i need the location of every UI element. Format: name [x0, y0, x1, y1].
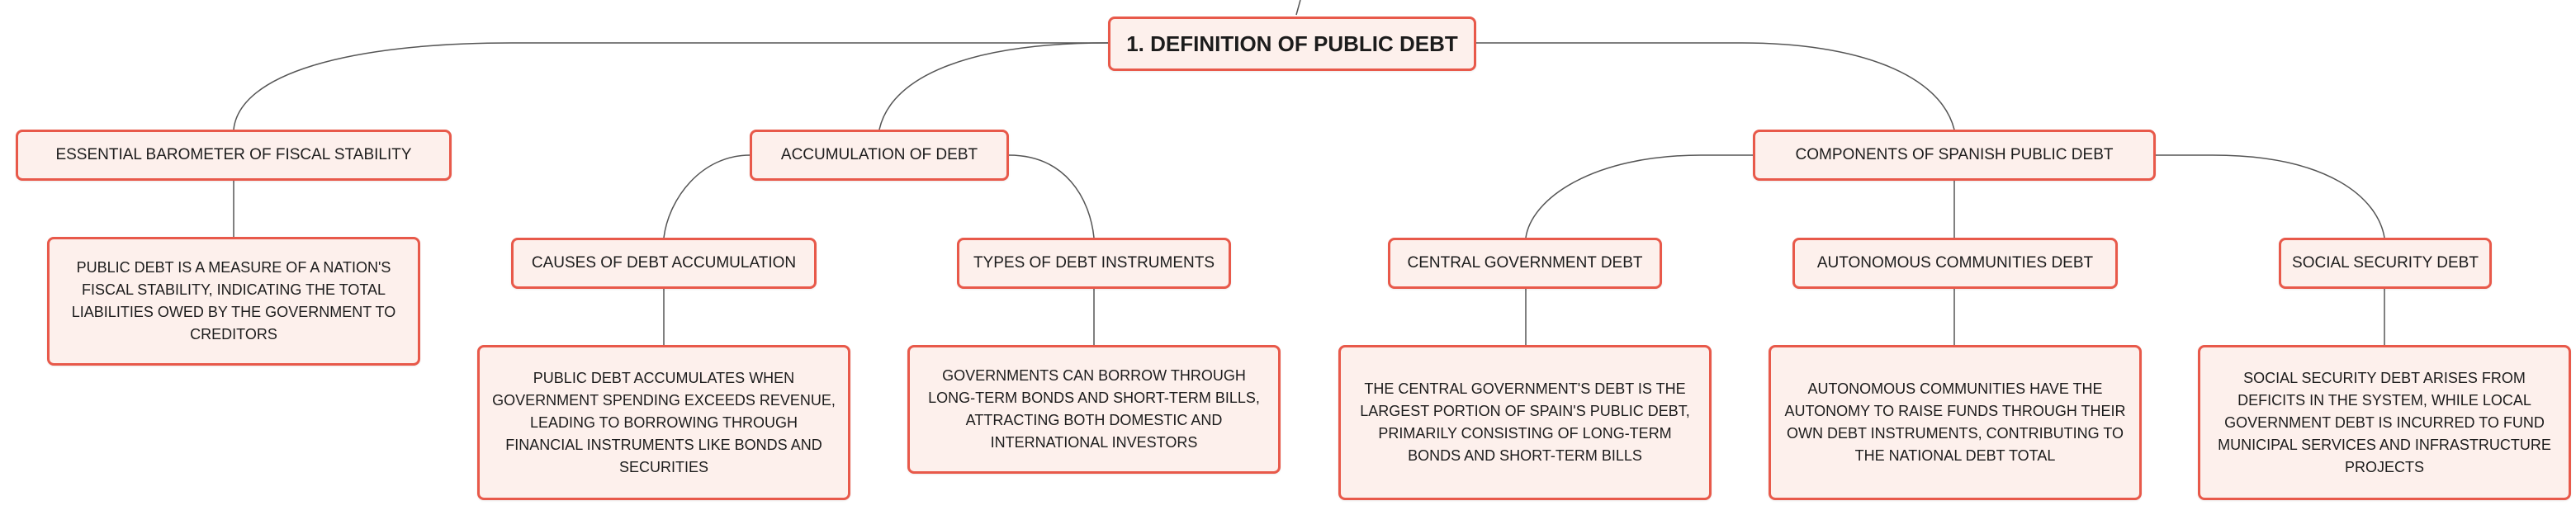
- topic-node-accumulation-of-debt[interactable]: ACCUMULATION OF DEBT: [750, 130, 1009, 181]
- subtopic-node-label: CENTRAL GOVERNMENT DEBT: [1407, 254, 1643, 272]
- topic-node-label: ACCUMULATION OF DEBT: [780, 146, 978, 163]
- detail-node-social-security-debt[interactable]: SOCIAL SECURITY DEBT ARISES FROM DEFICIT…: [2198, 345, 2571, 500]
- detail-node-causes-of-debt-accumulation[interactable]: PUBLIC DEBT ACCUMULATES WHEN GOVERNMENT …: [477, 345, 850, 500]
- detail-node-fiscal-barometer[interactable]: PUBLIC DEBT IS A MEASURE OF A NATION'S F…: [47, 237, 420, 366]
- topic-node-components-of-spanish-public-debt[interactable]: COMPONENTS OF SPANISH PUBLIC DEBT: [1753, 130, 2156, 181]
- detail-node-autonomous-communities-debt[interactable]: AUTONOMOUS COMMUNITIES HAVE THE AUTONOMY…: [1769, 345, 2142, 500]
- subtopic-node-label: SOCIAL SECURITY DEBT: [2292, 254, 2479, 272]
- topic-node-label: ESSENTIAL BAROMETER OF FISCAL STABILITY: [55, 146, 412, 163]
- subtopic-node-autonomous-communities-debt[interactable]: AUTONOMOUS COMMUNITIES DEBT: [1792, 238, 2118, 289]
- connector-accumulation-to-types: [1008, 154, 1095, 239]
- connector-root-to-accumulation: [878, 42, 1109, 130]
- connector-root-to-external: [1295, 0, 1301, 16]
- subtopic-node-label: TYPES OF DEBT INSTRUMENTS: [973, 254, 1215, 272]
- root-node-label: 1. DEFINITION OF PUBLIC DEBT: [1126, 31, 1458, 56]
- detail-node-types-of-debt-instruments[interactable]: GOVERNMENTS CAN BORROW THROUGH LONG-TERM…: [907, 345, 1281, 474]
- subtopic-node-types-of-debt-instruments[interactable]: TYPES OF DEBT INSTRUMENTS: [957, 238, 1231, 289]
- detail-node-central-government-debt[interactable]: THE CENTRAL GOVERNMENT'S DEBT IS THE LAR…: [1338, 345, 1712, 500]
- subtopic-node-central-government-debt[interactable]: CENTRAL GOVERNMENT DEBT: [1388, 238, 1662, 289]
- subtopic-node-label: CAUSES OF DEBT ACCUMULATION: [531, 254, 797, 272]
- connector-accumulation-to-causes: [663, 154, 751, 239]
- topic-node-fiscal-barometer[interactable]: ESSENTIAL BAROMETER OF FISCAL STABILITY: [16, 130, 452, 181]
- topic-node-label: COMPONENTS OF SPANISH PUBLIC DEBT: [1795, 146, 2114, 163]
- detail-node-text: SOCIAL SECURITY DEBT ARISES FROM DEFICIT…: [2218, 369, 2551, 475]
- subtopic-node-social-security-debt[interactable]: SOCIAL SECURITY DEBT: [2279, 238, 2492, 289]
- detail-node-text: GOVERNMENTS CAN BORROW THROUGH LONG-TERM…: [928, 367, 1260, 451]
- connector-components-to-central: [1525, 154, 1753, 239]
- connector-root-to-components: [1476, 42, 1955, 130]
- subtopic-node-label: AUTONOMOUS COMMUNITIES DEBT: [1816, 254, 2094, 272]
- detail-node-text: PUBLIC DEBT IS A MEASURE OF A NATION'S F…: [71, 259, 396, 343]
- root-node-definition-of-public-debt[interactable]: 1. DEFINITION OF PUBLIC DEBT: [1108, 17, 1476, 71]
- subtopic-node-causes-of-debt-accumulation[interactable]: CAUSES OF DEBT ACCUMULATION: [511, 238, 817, 289]
- detail-node-text: AUTONOMOUS COMMUNITIES HAVE THE AUTONOMY…: [1784, 380, 2126, 464]
- connector-components-to-social: [2156, 154, 2385, 239]
- connector-root-to-barometer: [233, 42, 1108, 130]
- detail-node-text: THE CENTRAL GOVERNMENT'S DEBT IS THE LAR…: [1360, 380, 1690, 464]
- detail-node-text: PUBLIC DEBT ACCUMULATES WHEN GOVERNMENT …: [492, 369, 836, 475]
